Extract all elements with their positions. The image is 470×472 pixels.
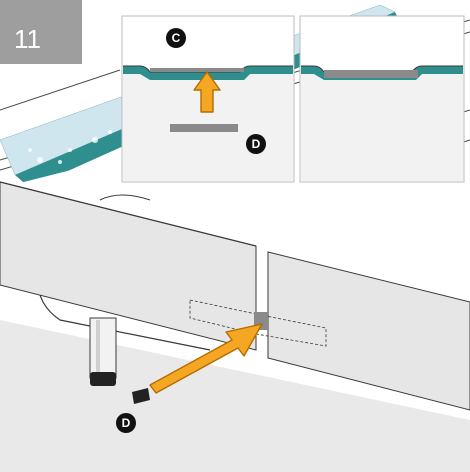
callout-d-inset-icon: D [246,134,266,154]
insert-arrow-icon [149,323,263,394]
callout-c-icon: C [166,28,186,48]
inset-before: C D [121,15,295,183]
strip-d-installed [324,70,418,78]
loose-strip-d [132,388,150,404]
callout-d-inset-label: D [252,137,261,151]
up-arrow-icon [193,71,221,113]
left-panel-top-edge [0,181,257,247]
inset-after [299,15,465,183]
callout-d-icon: D [116,413,136,433]
bed-curved-edge-inner [99,194,151,201]
foam-speckles [28,130,112,164]
callout-c-label: C [172,31,181,45]
step-badge: 11 [0,0,82,64]
step-number: 11 [14,24,41,54]
strip-d-inset [170,124,238,132]
callout-d-scene-label: D [122,416,131,430]
bed-leg [89,317,117,386]
floor-shadow [0,320,470,472]
